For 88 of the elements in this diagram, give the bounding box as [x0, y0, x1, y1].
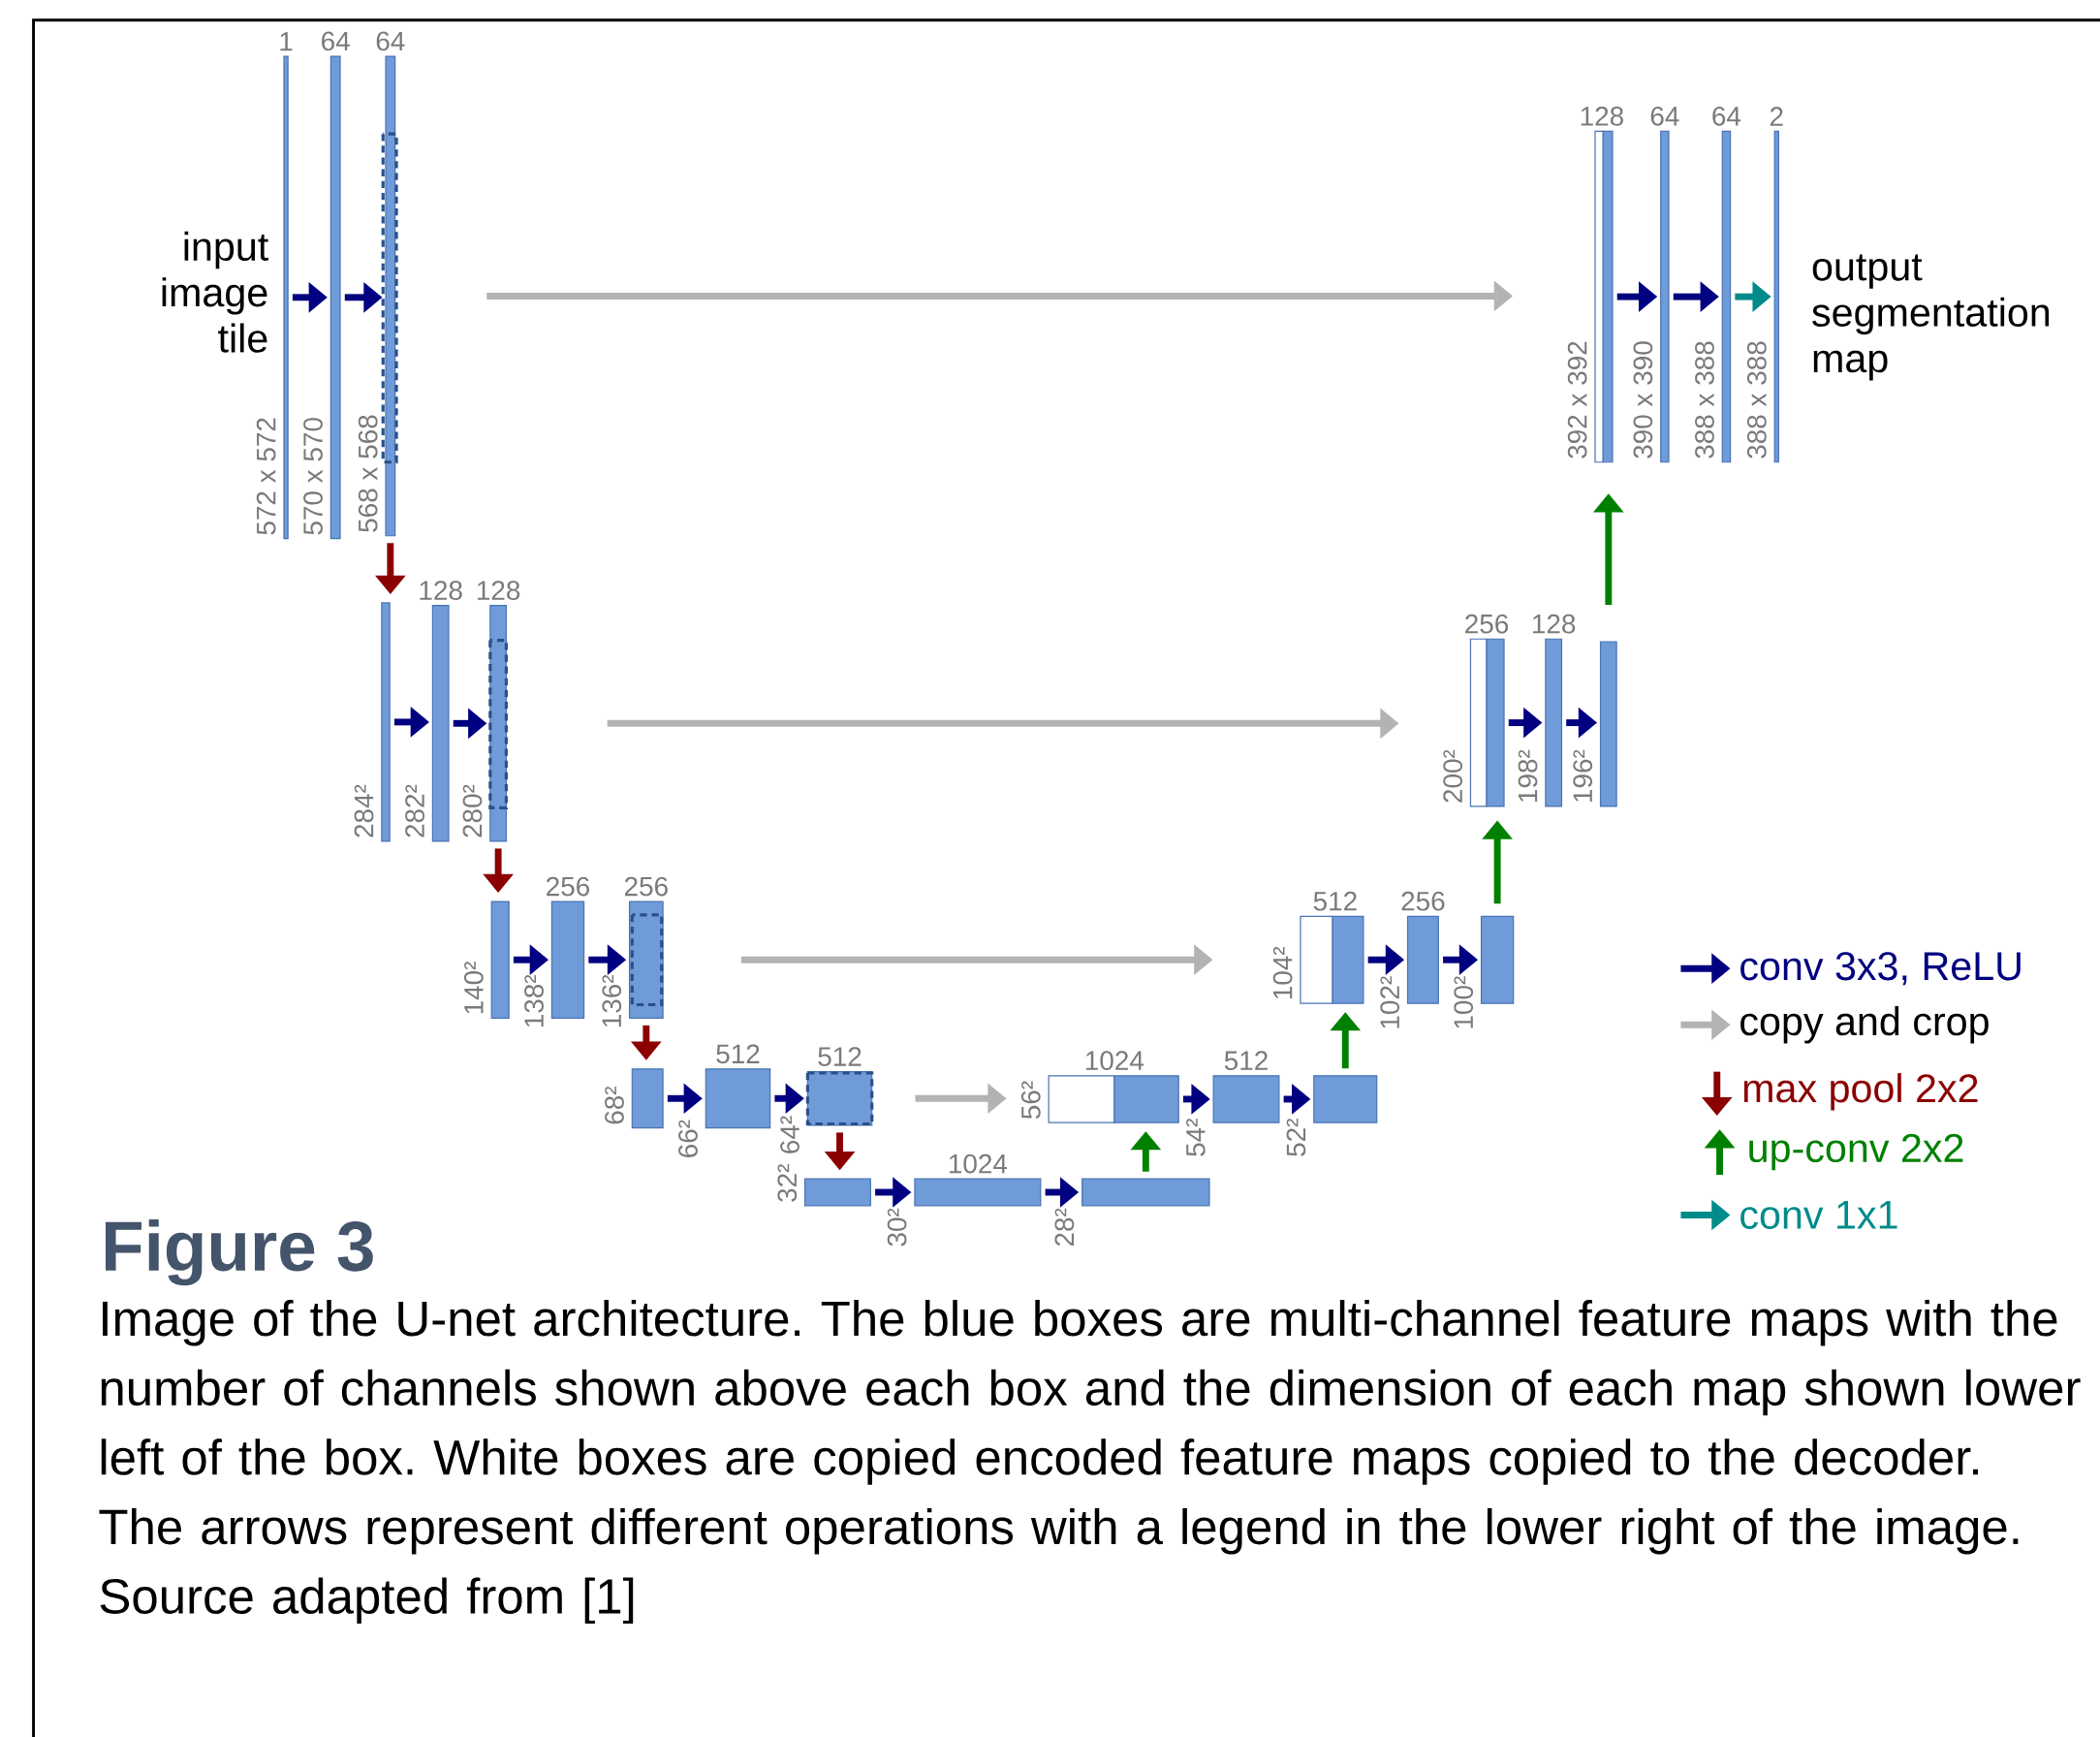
feature-map-bar	[705, 1068, 771, 1129]
size-label: 196²	[1573, 749, 1593, 802]
size-label: 30²	[887, 1208, 907, 1247]
size-label: 138²	[524, 974, 544, 1026]
feature-map-bar	[1113, 1074, 1179, 1123]
feature-map-bar	[1599, 641, 1617, 807]
feature-map-bar	[490, 900, 510, 1019]
channel-count: 256	[547, 876, 589, 897]
feature-map-bar	[329, 55, 341, 539]
size-label: 54²	[1186, 1118, 1206, 1156]
feature-map-bar	[804, 1178, 871, 1207]
size-label: 390 x 390	[1633, 341, 1653, 458]
feature-map-bar	[1773, 130, 1779, 463]
size-label: 572 x 572	[256, 418, 276, 535]
feature-map-bar	[283, 55, 289, 539]
channel-count: 128	[477, 581, 520, 600]
size-label: 570 x 570	[303, 417, 323, 535]
feature-map-bar	[805, 1070, 874, 1126]
legend-label: copy and crop	[1740, 1005, 1989, 1044]
caption: Image of the U-net architecture. The blue boxes are multi-channel feature maps with the number of channels shown above each box and the dimension of each map shown lower left of the box. White boxes are copied encoded feature maps copied to the decoder. The arrows represent different operations with a legend in the lower right of the image. Source adapted from [1]	[99, 1299, 2081, 1624]
feature-map-bar	[1081, 1178, 1210, 1207]
channel-count: 2	[1770, 107, 1783, 126]
feature-map-bar	[1048, 1074, 1115, 1123]
feature-map-bar	[1332, 915, 1364, 1004]
size-label: 388 x 388	[1695, 341, 1714, 458]
channel-count: 512	[1224, 1051, 1268, 1070]
feature-map-bar	[1594, 130, 1604, 463]
size-label: 388 x 388	[1747, 341, 1767, 458]
feature-map-bar	[628, 900, 664, 1019]
feature-map-bar	[488, 604, 508, 842]
feature-map-bar	[1313, 1074, 1378, 1123]
feature-map-bar	[914, 1178, 1042, 1207]
channel-count: 1024	[949, 1153, 1008, 1174]
size-label: 392 x 392	[1567, 341, 1587, 458]
size-label: 32²	[777, 1163, 798, 1202]
size-label: 198²	[1518, 749, 1538, 802]
legend-label: conv 3x3, ReLU	[1740, 951, 2021, 986]
size-label: 104²	[1272, 946, 1293, 998]
size-label: 102²	[1380, 976, 1400, 1028]
channel-count: 512	[1313, 891, 1357, 911]
feature-map-bar	[381, 602, 391, 842]
feature-map-bar	[631, 1068, 664, 1129]
channel-count: 64	[376, 31, 405, 51]
legend-label: conv 1x1	[1740, 1200, 1897, 1229]
channel-count: 256	[624, 876, 668, 897]
size-label: 66²	[678, 1120, 698, 1157]
size-label: 100²	[1454, 976, 1474, 1028]
feature-map-bar	[1486, 638, 1505, 807]
size-label: 52²	[1286, 1118, 1306, 1156]
feature-map-bar	[1660, 130, 1670, 463]
size-label: 284²	[354, 784, 374, 837]
size-label: 140²	[464, 961, 484, 1014]
channel-count: 64	[1712, 106, 1741, 126]
size-label: 568 x 568	[358, 415, 378, 532]
size-label: 56²	[1020, 1081, 1041, 1119]
feature-map-bar	[1480, 915, 1515, 1004]
feature-map-bar	[1721, 130, 1732, 463]
channel-count: 512	[818, 1046, 862, 1066]
channel-count: 128	[420, 581, 462, 600]
feature-map-bar	[1212, 1074, 1280, 1123]
channel-count: 1	[280, 31, 293, 51]
figure-title: Figure 3	[106, 1218, 373, 1286]
feature-map-bar	[550, 900, 585, 1019]
channel-count: 1024	[1085, 1051, 1144, 1070]
feature-map-bar	[431, 604, 450, 842]
legend-label: max pool 2x2	[1743, 1072, 1978, 1111]
feature-map-bar	[1545, 638, 1563, 807]
feature-map-bar	[1406, 915, 1439, 1004]
channel-count: 128	[1581, 106, 1623, 126]
image-label: output segmentation map	[1812, 254, 2050, 381]
channel-count: 64	[1650, 106, 1679, 126]
size-label: 28²	[1054, 1208, 1075, 1246]
size-label: 200²	[1443, 749, 1463, 803]
size-label: 282²	[405, 784, 424, 837]
channel-count: 256	[1465, 614, 1509, 634]
feature-map-bar	[1300, 915, 1333, 1004]
channel-count: 64	[322, 31, 350, 51]
size-label: 68²	[605, 1086, 624, 1124]
size-label: 280²	[462, 784, 483, 837]
image-label: input image tile	[162, 231, 268, 353]
channel-count: 128	[1533, 614, 1576, 634]
legend-label: up-conv 2x2	[1749, 1133, 1963, 1170]
channel-count: 256	[1401, 891, 1445, 911]
channel-count: 512	[716, 1044, 760, 1063]
feature-map-bar	[381, 55, 398, 537]
size-label: 64²	[780, 1116, 799, 1153]
size-label: 136²	[602, 974, 622, 1026]
feature-map-bar	[1602, 130, 1614, 463]
